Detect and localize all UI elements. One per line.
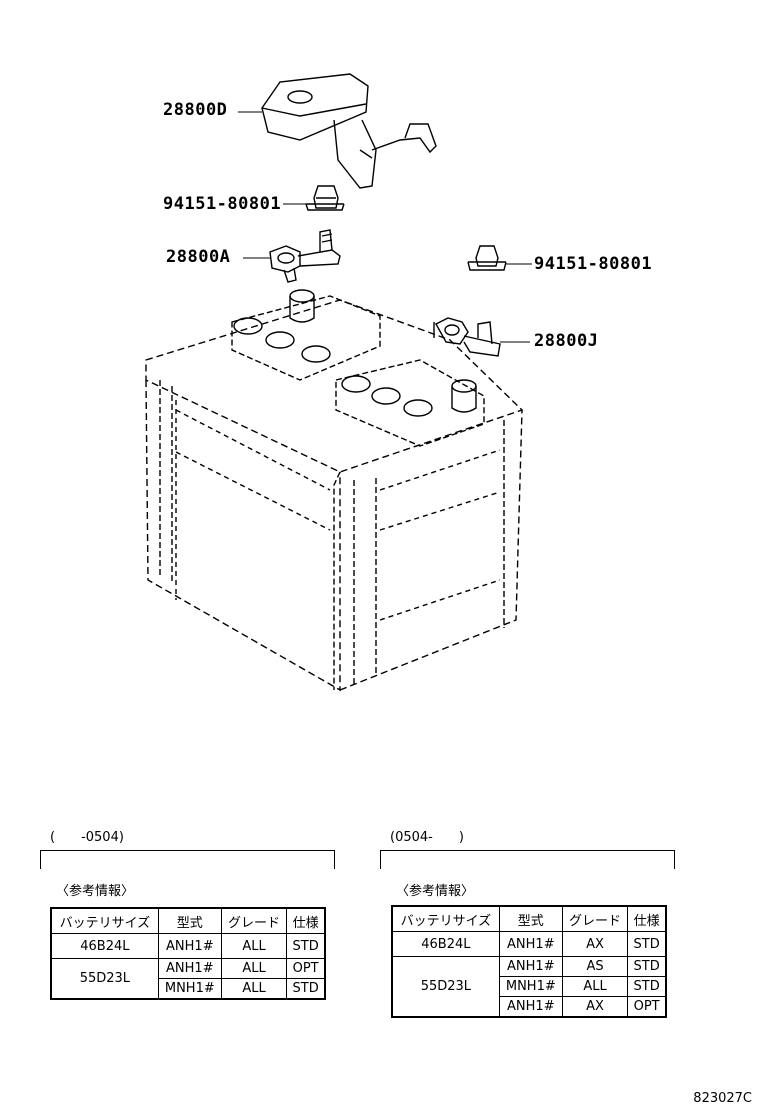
callout-nut-top: 94151-80801 — [163, 194, 282, 214]
table-row: 55D23L ANH1# AS STD — [391, 956, 667, 1018]
cell-spec: OPT — [286, 958, 326, 979]
table-row: 55D23L ANH1# ALL OPT — [50, 958, 326, 1000]
header-model: 型式 — [498, 905, 563, 932]
leader-lines — [238, 111, 532, 343]
header-battery-size: バッテリサイズ — [50, 907, 159, 934]
table-header-row: バッテリサイズ 型式 グレード 仕様 — [391, 905, 667, 932]
table-row: ANH1# AX OPT — [392, 996, 667, 1018]
cell-model: ANH1# — [498, 931, 563, 957]
cell-size: 46B24L — [391, 931, 500, 957]
table-row: 46B24L ANH1# ALL STD — [50, 933, 326, 959]
diagram-id: 823027C — [693, 1091, 752, 1106]
cell-grade: ALL — [220, 933, 288, 959]
header-spec: 仕様 — [627, 905, 667, 932]
cell-grade: AS — [561, 956, 629, 977]
header-grade: グレード — [220, 907, 288, 934]
cell-spec: STD — [627, 931, 667, 957]
table-row: MNH1# ALL STD — [51, 978, 326, 1000]
cell-grade: ALL — [220, 978, 288, 1000]
callout-nut-right: 94151-80801 — [534, 254, 653, 274]
cell-size: 46B24L — [50, 933, 159, 959]
left-spec-table: バッテリサイズ 型式 グレード 仕様 46B24L ANH1# ALL STD … — [50, 907, 326, 1000]
cell-model: ANH1# — [157, 933, 222, 959]
left-reference-label: 〈参考情報〉 — [56, 884, 135, 899]
cell-model: MNH1# — [157, 978, 222, 1000]
right-spec-table: バッテリサイズ 型式 グレード 仕様 46B24L ANH1# AX STD 5… — [391, 905, 667, 1018]
cell-model: ANH1# — [498, 996, 563, 1018]
cell-grade: AX — [561, 931, 629, 957]
cell-model: ANH1# — [157, 958, 222, 979]
nut-top-part — [305, 185, 345, 211]
clamp-a-part — [269, 229, 341, 283]
battery-parts-drawing — [145, 73, 532, 692]
callout-28800j: 28800J — [534, 331, 599, 351]
table-row: MNH1# ALL STD — [392, 976, 667, 997]
cell-grade: ALL — [561, 976, 629, 997]
right-reference-label: 〈参考情報〉 — [396, 884, 475, 899]
table-row: 46B24L ANH1# AX STD — [391, 931, 667, 957]
cell-spec: STD — [286, 978, 326, 1000]
cell-spec: STD — [627, 956, 667, 977]
cell-size: 55D23L — [391, 956, 500, 1018]
cell-grade: ALL — [220, 958, 288, 979]
callout-28800a: 28800A — [166, 247, 231, 267]
nut-right-part — [467, 245, 507, 271]
header-grade: グレード — [561, 905, 629, 932]
right-bracket — [380, 850, 675, 869]
header-model: 型式 — [157, 907, 222, 934]
battery-body — [145, 289, 524, 692]
cell-grade: AX — [561, 996, 629, 1018]
cell-size: 55D23L — [50, 958, 159, 1000]
cell-model: ANH1# — [498, 956, 563, 977]
callout-28800d: 28800D — [163, 100, 228, 120]
cell-model: MNH1# — [498, 976, 563, 997]
table-header-row: バッテリサイズ 型式 グレード 仕様 — [50, 907, 326, 934]
terminal-cover-part — [261, 73, 437, 189]
clamp-j-part — [433, 317, 501, 357]
left-period-label: ( -0504) — [50, 830, 124, 845]
cell-spec: STD — [286, 933, 326, 959]
header-spec: 仕様 — [286, 907, 326, 934]
header-battery-size: バッテリサイズ — [391, 905, 500, 932]
left-bracket — [40, 850, 335, 869]
cell-spec: OPT — [627, 996, 667, 1018]
right-period-label: (0504- ) — [390, 830, 464, 845]
cell-spec: STD — [627, 976, 667, 997]
